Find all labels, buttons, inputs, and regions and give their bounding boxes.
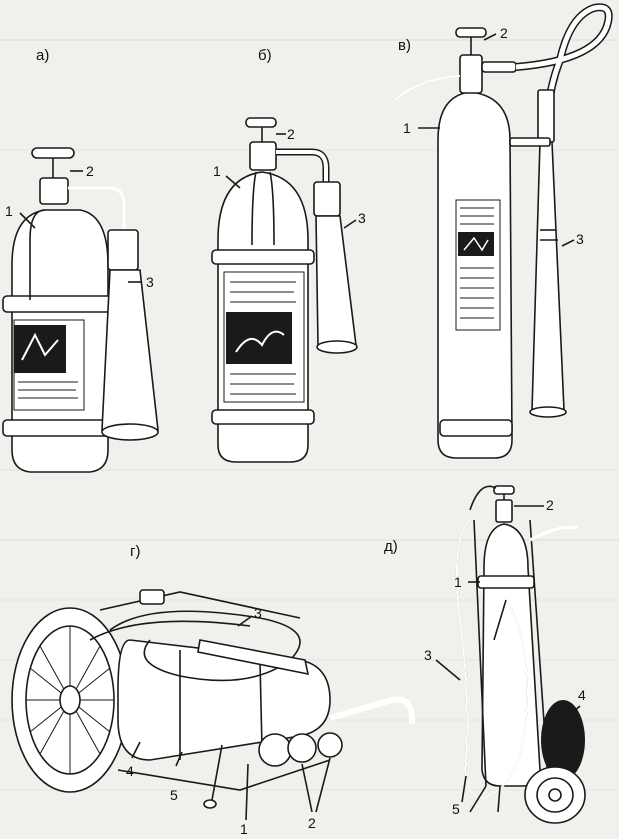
label-b-2: 2 [287, 126, 295, 142]
extinguisher-d-drawing [455, 485, 586, 824]
label-v-2: 2 [500, 25, 508, 41]
panel-g-letter: г) [130, 543, 140, 560]
label-a-2: 2 [86, 163, 94, 179]
extinguisher-v-drawing [394, 3, 613, 459]
label-v-3: 3 [576, 231, 584, 247]
label-d-1: 1 [454, 574, 462, 590]
label-d-3: 3 [424, 647, 432, 663]
panel-a: а) 1 2 [2, 47, 159, 473]
panel-d: д) 1 2 3 [384, 485, 586, 824]
label-d-5: 5 [452, 801, 460, 817]
label-a-1: 1 [5, 203, 13, 219]
label-g-4: 4 [126, 763, 134, 779]
panel-g: г) [11, 543, 415, 837]
panel-v: в) [394, 3, 613, 459]
panel-d-letter: д) [384, 538, 398, 555]
panel-b: б) 1 [211, 47, 366, 463]
label-b-3: 3 [358, 210, 366, 226]
panel-a-letter: а) [36, 47, 49, 64]
extinguisher-b-drawing [211, 117, 358, 463]
panel-b-letter: б) [258, 47, 272, 64]
extinguisher-a-drawing [2, 147, 159, 473]
extinguisher-g-drawing [11, 589, 415, 809]
label-v-1: 1 [403, 120, 411, 136]
label-b-1: 1 [213, 163, 221, 179]
label-g-5: 5 [170, 787, 178, 803]
label-d-4: 4 [578, 687, 586, 703]
label-d-2: 2 [546, 497, 554, 513]
label-g-1: 1 [240, 821, 248, 837]
label-g-3: 3 [254, 605, 262, 621]
label-g-2: 2 [308, 815, 316, 831]
label-a-3: 3 [146, 274, 154, 290]
panel-v-letter: в) [398, 37, 411, 54]
